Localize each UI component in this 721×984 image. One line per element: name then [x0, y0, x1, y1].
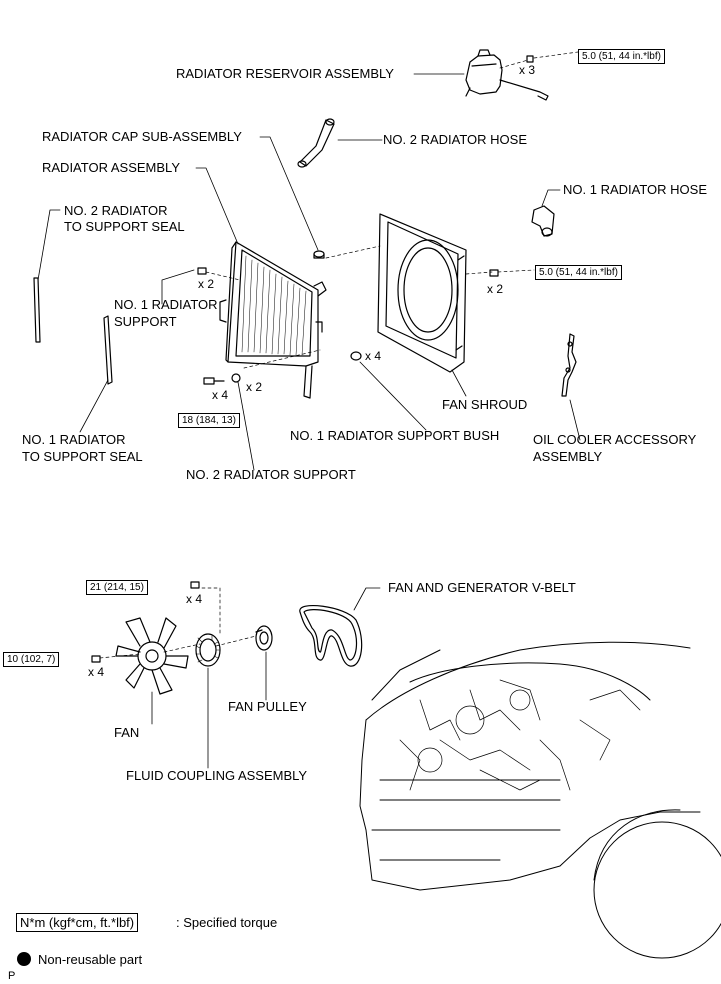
- no2-support-seal-label-line2: TO SUPPORT SEAL: [64, 219, 185, 234]
- coupling-torque-box: 21 (214, 15): [86, 580, 148, 595]
- v-belt-label: FAN AND GENERATOR V-BELT: [388, 580, 576, 595]
- support1-qty: x 2: [198, 277, 215, 291]
- shroud-torque-box: 5.0 (51, 44 in.*lbf): [535, 265, 622, 280]
- no1-radiator-hose-label: NO. 1 RADIATOR HOSE: [563, 182, 707, 197]
- shroud-qty: x 2: [487, 282, 504, 296]
- torque-legend-box: N*m (kgf*cm, ft.*lbf): [16, 913, 139, 932]
- radiator-reservoir-label: RADIATOR RESERVOIR ASSEMBLY: [176, 66, 394, 81]
- radiator-assembly-drawing: [219, 241, 327, 399]
- support2-qty: x 2: [246, 380, 263, 394]
- no1-support-seal-label-line1: NO. 1 RADIATOR: [22, 432, 126, 447]
- no2-radiator-hose-drawing: [297, 118, 335, 168]
- fan-label: FAN: [114, 725, 140, 740]
- coupling-qty: x 4: [186, 592, 203, 606]
- leader-lines: [37, 73, 581, 769]
- reservoir-torque-box: 5.0 (51, 44 in.*lbf): [578, 49, 665, 64]
- non-reusable-legend-text: Non-reusable part: [38, 952, 143, 967]
- upper-fasteners-drawing: [197, 55, 534, 385]
- radiator-cap-label: RADIATOR CAP SUB-ASSEMBLY: [42, 129, 242, 144]
- lower-fasteners-drawing: [91, 581, 200, 663]
- no2-support-seal-label-line1: NO. 2 RADIATOR: [64, 203, 168, 218]
- reservoir-qty: x 3: [519, 63, 536, 77]
- no2-radiator-hose-label: NO. 2 RADIATOR HOSE: [383, 132, 527, 147]
- fan-pulley-drawing: [255, 625, 273, 651]
- radiator-assembly-label: RADIATOR ASSEMBLY: [42, 160, 180, 175]
- support-torque-box: 18 (184, 13): [178, 413, 240, 428]
- oil-cooler-accessory-drawing: [561, 333, 577, 397]
- oil-cooler-label-line1: OIL COOLER ACCESSORY: [533, 432, 697, 447]
- no1-support-seal-label-line2: TO SUPPORT SEAL: [22, 449, 143, 464]
- no2-radiator-support-label: NO. 2 RADIATOR SUPPORT: [186, 467, 356, 482]
- vehicle-front-drawing: [359, 641, 721, 959]
- fan-drawing: [115, 617, 189, 695]
- corner-mark: P: [8, 970, 16, 982]
- non-reusable-dot-icon: [17, 952, 31, 966]
- no1-radiator-hose-drawing: [531, 205, 555, 237]
- dashed-lines: [99, 51, 579, 659]
- radiator-cap-drawing: [313, 250, 325, 259]
- fan-qty: x 4: [88, 665, 105, 679]
- support-bolt-qty: x 4: [212, 388, 229, 402]
- fan-shroud-drawing: [377, 213, 467, 373]
- no1-radiator-support-label-line2: SUPPORT: [114, 314, 177, 329]
- no1-radiator-support-bush-label: NO. 1 RADIATOR SUPPORT BUSH: [290, 428, 500, 443]
- bush-qty: x 4: [365, 349, 382, 363]
- fluid-coupling-label: FLUID COUPLING ASSEMBLY: [126, 768, 308, 783]
- fluid-coupling-drawing: [195, 633, 221, 667]
- fan-shroud-label: FAN SHROUD: [442, 397, 528, 412]
- v-belt-drawing: [299, 605, 363, 667]
- fan-torque-box: 10 (102, 7): [3, 652, 60, 667]
- no1-radiator-support-label-line1: NO. 1 RADIATOR: [114, 297, 218, 312]
- no2-support-seal-drawing: [33, 277, 41, 343]
- oil-cooler-label-line2: ASSEMBLY: [533, 449, 603, 464]
- radiator-reservoir-drawing: [465, 49, 549, 101]
- fan-pulley-label: FAN PULLEY: [228, 699, 307, 714]
- torque-legend-text: : Specified torque: [176, 915, 278, 930]
- no1-support-seal-drawing: [103, 315, 113, 385]
